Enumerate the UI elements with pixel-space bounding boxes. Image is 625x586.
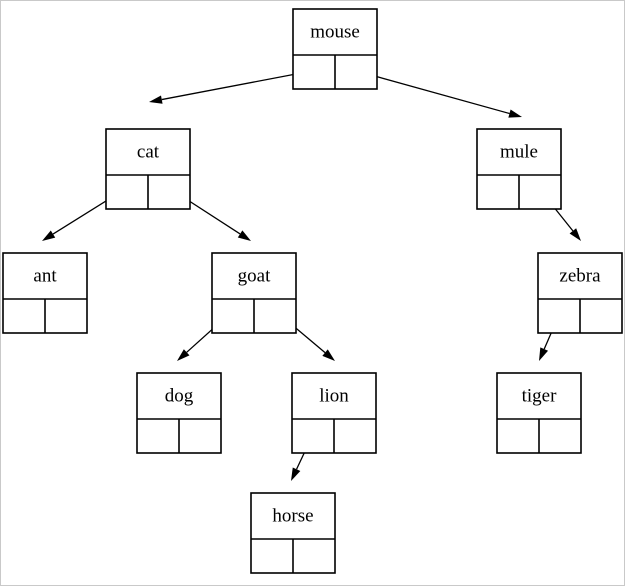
node-label-goat: goat [238, 265, 271, 286]
tree-node-mule[interactable]: mule [476, 128, 562, 210]
node-label-dog: dog [165, 385, 194, 406]
node-label-cat: cat [137, 141, 160, 162]
tree-node-zebra[interactable]: zebra [537, 252, 623, 334]
tree-node-mouse[interactable]: mouse [292, 8, 378, 90]
node-right-pointer-cell-mule[interactable] [519, 175, 561, 209]
tree-node-cat[interactable]: cat [105, 128, 191, 210]
node-label-horse: horse [272, 505, 313, 526]
tree-node-goat[interactable]: goat [211, 252, 297, 334]
node-left-pointer-cell-horse[interactable] [251, 539, 293, 573]
tree-node-ant[interactable]: ant [2, 252, 88, 334]
tree-node-horse[interactable]: horse [250, 492, 336, 574]
tree-node-tiger[interactable]: tiger [496, 372, 582, 454]
node-left-pointer-cell-lion[interactable] [292, 419, 334, 453]
node-label-tiger: tiger [522, 385, 557, 406]
tree-node-lion[interactable]: lion [291, 372, 377, 454]
node-right-pointer-cell-goat[interactable] [254, 299, 296, 333]
arrowhead-icon [322, 349, 335, 361]
node-label-lion: lion [319, 385, 349, 406]
node-right-pointer-cell-dog[interactable] [179, 419, 221, 453]
node-left-pointer-cell-zebra[interactable] [538, 299, 580, 333]
node-label-ant: ant [33, 265, 57, 286]
arrowhead-icon [42, 230, 56, 241]
node-left-pointer-cell-ant[interactable] [3, 299, 45, 333]
node-right-pointer-cell-tiger[interactable] [539, 419, 581, 453]
node-right-pointer-cell-ant[interactable] [45, 299, 87, 333]
arrowhead-icon [149, 95, 163, 104]
node-left-pointer-cell-mouse[interactable] [293, 55, 335, 89]
node-label-mule: mule [500, 141, 538, 162]
arrowhead-icon [508, 109, 522, 118]
node-right-pointer-cell-lion[interactable] [334, 419, 376, 453]
node-left-pointer-cell-tiger[interactable] [497, 419, 539, 453]
edge-shaft [161, 69, 318, 101]
node-left-pointer-cell-goat[interactable] [212, 299, 254, 333]
arrowhead-icon [291, 467, 301, 481]
node-left-pointer-cell-cat[interactable] [106, 175, 148, 209]
tree-edge-mouse-to-cat [149, 69, 318, 104]
node-left-pointer-cell-dog[interactable] [137, 419, 179, 453]
node-right-pointer-cell-horse[interactable] [293, 539, 335, 573]
node-layer: mouse cat mule ant goat zebra dog lion tiger hors… [2, 8, 623, 574]
edge-shaft [352, 69, 510, 115]
arrowhead-icon [539, 347, 549, 361]
tree-edge-mouse-to-mule [352, 69, 522, 118]
arrowhead-icon [177, 349, 190, 361]
node-right-pointer-cell-cat[interactable] [148, 175, 190, 209]
node-right-pointer-cell-mouse[interactable] [335, 55, 377, 89]
arrowhead-icon [237, 230, 251, 241]
node-left-pointer-cell-mule[interactable] [477, 175, 519, 209]
tree-node-dog[interactable]: dog [136, 372, 222, 454]
node-right-pointer-cell-zebra[interactable] [580, 299, 622, 333]
node-label-zebra: zebra [559, 265, 601, 286]
arrowhead-icon [569, 228, 581, 241]
node-label-mouse: mouse [310, 21, 360, 42]
